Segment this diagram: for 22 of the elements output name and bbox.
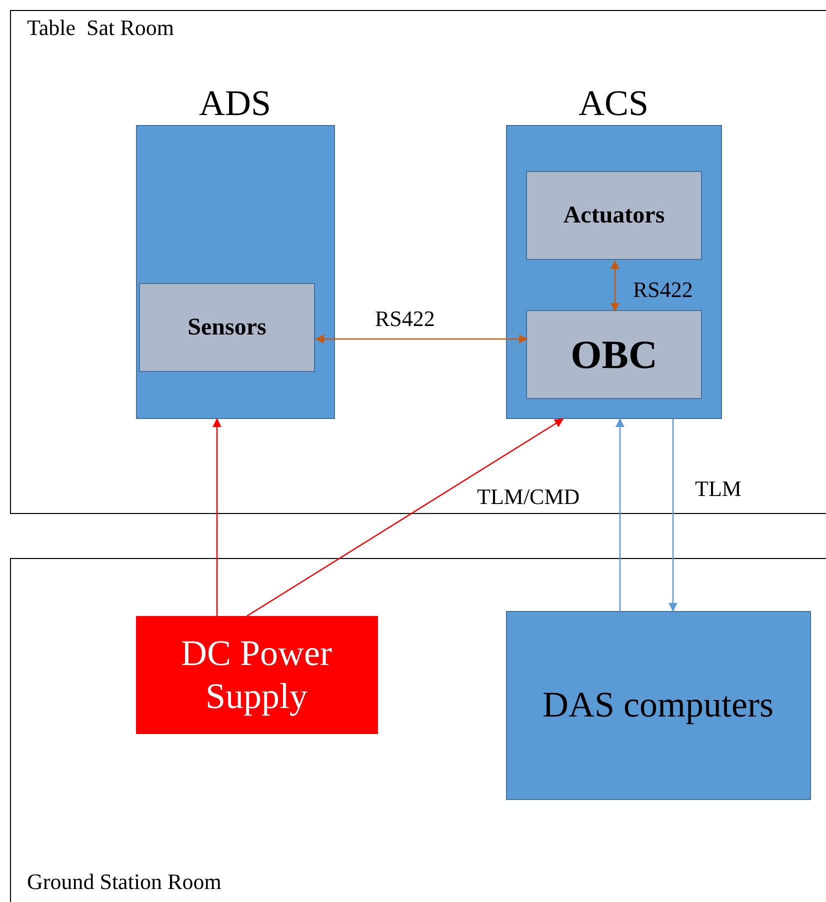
arrow — [315, 334, 528, 344]
arrow — [212, 418, 222, 616]
node-label: DC Power Supply — [180, 631, 333, 718]
arrow — [246, 418, 564, 617]
component-box — [526, 171, 702, 260]
node-label: OBC — [570, 330, 658, 378]
computer-box — [506, 610, 810, 800]
component-box — [139, 283, 315, 372]
node-heading: ACS — [577, 82, 650, 124]
room-area — [10, 558, 826, 902]
room-area — [10, 10, 826, 514]
component-box — [526, 310, 702, 399]
room-label: Table Sat Room — [27, 15, 174, 42]
room-label: Ground Station Room — [27, 869, 222, 896]
arrow — [610, 260, 620, 312]
node-label: DAS computers — [542, 683, 774, 726]
node-heading: ADS — [198, 82, 272, 124]
node-label: Sensors — [186, 313, 268, 342]
arrow — [615, 418, 625, 611]
power-supply-box — [136, 616, 378, 734]
arrow — [668, 419, 678, 612]
node-label: Actuators — [562, 201, 666, 230]
